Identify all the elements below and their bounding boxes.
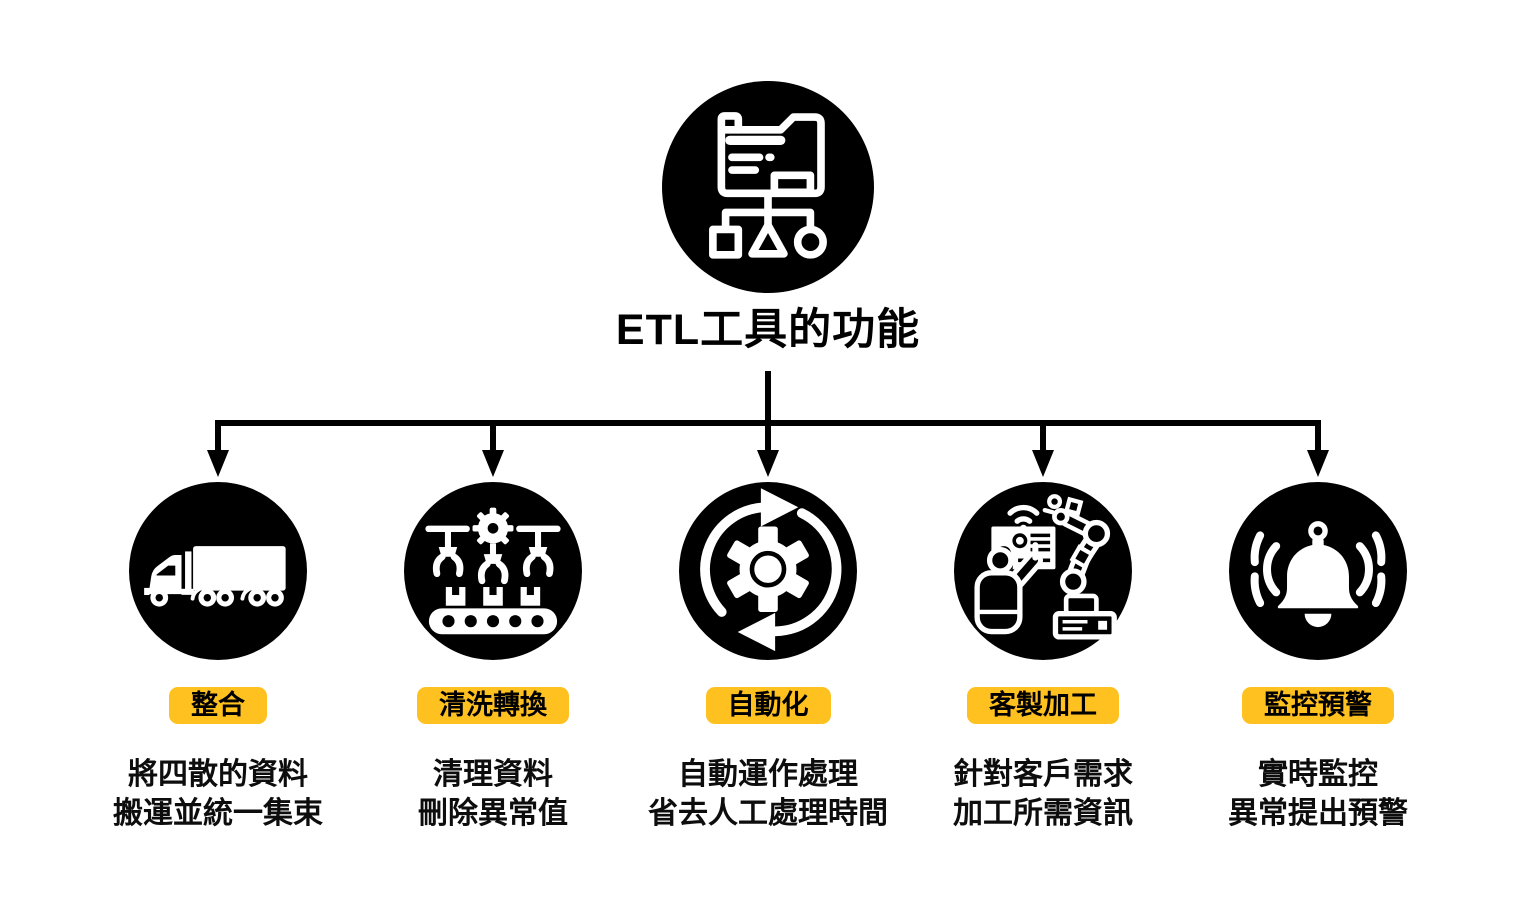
branch-automation: 自動化 自動運作處理 省去人工處理時間 [628, 482, 908, 833]
description-line: 針對客戶需求 [953, 758, 1133, 791]
description-line: 自動運作處理 [678, 758, 858, 791]
description-line: 實時監控 [1258, 758, 1378, 791]
arrowhead [1307, 450, 1329, 477]
branch-monitoring-alert: 監控預警 實時監控 異常提出預警 [1178, 482, 1458, 833]
description-line: 刪除異常值 [418, 797, 568, 830]
branch-description: 將四散的資料 搬運並統一集束 [113, 755, 323, 833]
branch-description: 實時監控 異常提出預警 [1228, 755, 1408, 833]
label-badge: 客製加工 [967, 687, 1119, 724]
branch-clean-transform: 清洗轉換 清理資料 刪除異常值 [353, 482, 633, 833]
label-badge: 自動化 [705, 687, 831, 724]
alert-icon-circle [1229, 482, 1407, 660]
conveyor-claw-icon [425, 507, 561, 635]
label-badge: 整合 [169, 687, 267, 724]
description-line: 加工所需資訊 [953, 797, 1133, 830]
branch-integration: 整合 將四散的資料 搬運並統一集束 [78, 482, 358, 833]
label-badge: 監控預警 [1242, 687, 1394, 724]
description-line: 異常提出預警 [1228, 797, 1408, 830]
branch-description: 清理資料 刪除異常值 [418, 755, 568, 833]
branch-description: 自動運作處理 省去人工處理時間 [648, 755, 888, 833]
data-sitemap-icon [709, 112, 827, 259]
label-badge: 清洗轉換 [417, 687, 569, 724]
custom-processing-icon-circle [954, 482, 1132, 660]
truck-icon [144, 546, 286, 607]
automation-icon-circle [679, 482, 857, 660]
description-line: 搬運並統一集束 [113, 797, 323, 830]
branch-custom-processing: 客製加工 針對客戶需求 加工所需資訊 [903, 482, 1183, 833]
alert-bell-icon [1250, 521, 1386, 628]
truck-icon-circle [129, 482, 307, 660]
arrowhead [207, 450, 229, 477]
gear-sync-icon [700, 488, 842, 652]
description-line: 將四散的資料 [128, 758, 308, 791]
page-title: ETL工具的功能 [615, 306, 921, 354]
robot-arm-operator-icon [974, 494, 1117, 640]
root-node-circle [662, 81, 874, 293]
description-line: 省去人工處理時間 [648, 797, 888, 830]
description-line: 清理資料 [433, 758, 553, 791]
arrowhead [757, 450, 779, 477]
arrowhead [1032, 450, 1054, 477]
arrowhead [482, 450, 504, 477]
conveyor-icon-circle [404, 482, 582, 660]
branch-description: 針對客戶需求 加工所需資訊 [953, 755, 1133, 833]
